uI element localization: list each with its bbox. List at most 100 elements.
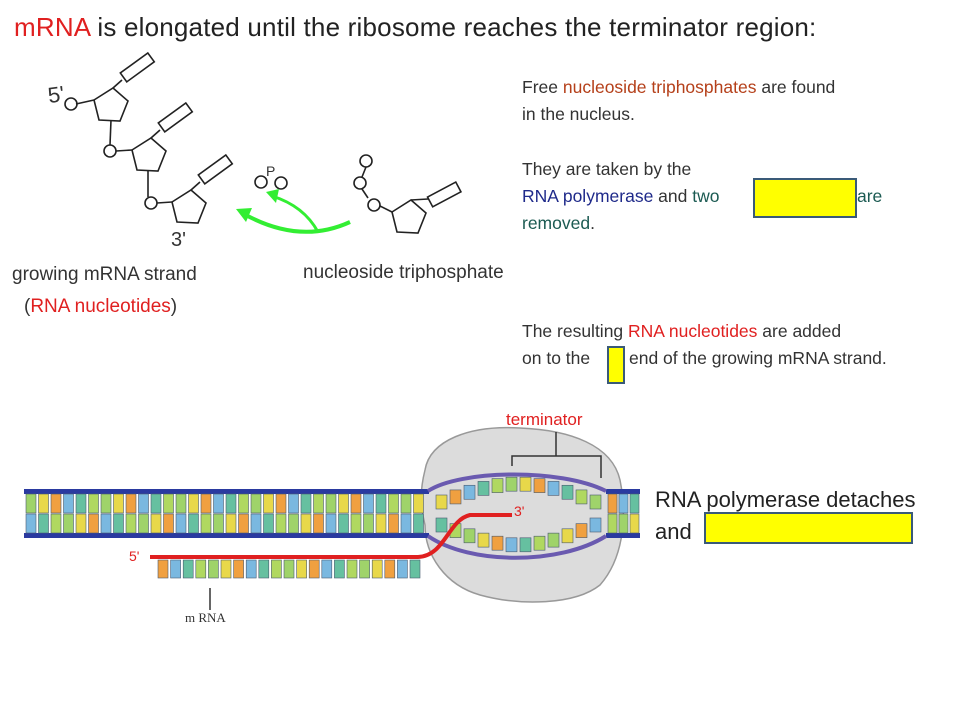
mrna-base bbox=[409, 559, 421, 579]
bubble-base-top bbox=[575, 489, 588, 505]
bubble-top-strand bbox=[426, 472, 607, 493]
bubble-base-top bbox=[435, 494, 448, 510]
label-3prime-bottom: 3' bbox=[514, 503, 525, 519]
base-rect-1 bbox=[119, 51, 156, 83]
blank-box-phosphates[interactable] bbox=[753, 178, 857, 218]
text-block-2-line1: They are taken by the bbox=[522, 159, 692, 179]
base-pair-top bbox=[25, 493, 37, 514]
bubble-base-top bbox=[547, 481, 560, 496]
base-pair-top bbox=[225, 493, 237, 514]
base-pair-top bbox=[388, 493, 399, 514]
base-pair-top bbox=[38, 493, 49, 514]
mrna-base bbox=[245, 559, 257, 579]
bubble-base-bottom bbox=[561, 528, 574, 544]
bubble-bottom-strand bbox=[426, 534, 608, 560]
rna-polymerase-highlight: RNA polymerase bbox=[522, 186, 654, 206]
base-pair-top bbox=[629, 493, 640, 514]
text-block-2-line3: removed. bbox=[522, 213, 595, 233]
released-phosphate-1 bbox=[254, 175, 268, 189]
base-pair-bottom bbox=[138, 513, 149, 534]
base-pair-bottom bbox=[375, 513, 387, 534]
sugar-pentagon-1 bbox=[93, 87, 129, 122]
text-block-2-line2: RNA polymerase and two are bbox=[522, 183, 922, 210]
base-pair-bottom bbox=[200, 513, 212, 534]
base-pair-bottom bbox=[363, 513, 374, 534]
paren-open: ( bbox=[24, 296, 31, 317]
base-pair-top bbox=[63, 493, 74, 514]
base-pair-bottom bbox=[100, 513, 112, 534]
dna-bottom-backbone-right bbox=[606, 533, 640, 538]
base-pair-bottom bbox=[238, 513, 249, 534]
released-phosphate-2 bbox=[274, 176, 288, 190]
base-pair-bottom bbox=[313, 513, 324, 534]
blank-box-detaches[interactable] bbox=[704, 512, 913, 544]
base-pair-bottom bbox=[338, 513, 349, 534]
text-block-1-line1: Free nucleoside triphosphates are found bbox=[522, 77, 836, 97]
mrna-base bbox=[359, 559, 370, 579]
strand-caption-line2: (RNA nucleotides) bbox=[24, 296, 177, 318]
base-pair-top bbox=[375, 493, 387, 514]
bubble-base-bottom bbox=[477, 532, 490, 548]
base-pair-top bbox=[363, 493, 374, 514]
base-pair-top bbox=[200, 493, 212, 514]
base-pair-top bbox=[288, 493, 299, 514]
bubble-base-top bbox=[561, 484, 574, 500]
base-pair-top bbox=[350, 493, 362, 514]
base-pair-top bbox=[213, 493, 224, 514]
bubble-base-bottom bbox=[575, 523, 588, 538]
bubble-base-bottom bbox=[435, 517, 448, 533]
mrna-base bbox=[296, 559, 307, 579]
title-rest: is elongated until the ribosome reaches … bbox=[89, 12, 817, 42]
bubble-base-bottom bbox=[533, 535, 546, 551]
base-pair-bottom bbox=[288, 513, 299, 534]
base-pair-bottom bbox=[188, 513, 199, 534]
base-pair-top bbox=[150, 493, 162, 514]
blank-box-end[interactable] bbox=[607, 346, 625, 384]
base-pair-bottom bbox=[618, 513, 629, 534]
bubble-base-bottom bbox=[505, 537, 518, 553]
base-rect-3 bbox=[197, 153, 234, 185]
base-pair-bottom bbox=[75, 513, 87, 534]
text-block-1: Free nucleoside triphosphates are found … bbox=[522, 74, 835, 128]
text-block-2: They are taken by the RNA polymerase and… bbox=[522, 156, 922, 246]
base-pair-bottom bbox=[125, 513, 137, 534]
bubble-base-top bbox=[449, 489, 462, 505]
dna-top-backbone-right bbox=[606, 489, 640, 494]
mrna-base bbox=[283, 559, 295, 579]
label-phosphate-p: P bbox=[266, 163, 276, 179]
mrna-base bbox=[157, 559, 169, 579]
two-highlight: two bbox=[692, 186, 720, 206]
text-block-3: The resulting RNA nucleotides are added … bbox=[522, 318, 942, 372]
bottom-text-line1: RNA polymerase detaches bbox=[655, 487, 916, 512]
mrna-base bbox=[334, 559, 345, 579]
base-pair-top bbox=[113, 493, 124, 514]
sugar-pentagon-3 bbox=[171, 189, 207, 224]
mrna-base bbox=[195, 559, 207, 579]
bubble-base-bottom bbox=[519, 537, 532, 553]
mrna-base bbox=[321, 559, 333, 579]
mrna-base bbox=[384, 559, 396, 579]
mrna-base bbox=[170, 559, 181, 579]
mrna-base bbox=[308, 559, 320, 579]
base-pair-top bbox=[138, 493, 149, 514]
ntp-phosphate-2 bbox=[353, 176, 367, 190]
base-pair-top bbox=[313, 493, 324, 514]
mrna-base bbox=[220, 559, 232, 579]
base-pair-top bbox=[50, 493, 62, 514]
base-pair-top bbox=[188, 493, 199, 514]
bubble-base-top bbox=[533, 478, 546, 493]
bubble-base-bottom bbox=[547, 532, 560, 548]
phosphate-1 bbox=[64, 97, 78, 111]
bottom-text-line2: and bbox=[655, 519, 692, 544]
bubble-base-top bbox=[589, 494, 602, 510]
rna-polymerase-blob bbox=[420, 426, 625, 603]
base-pair-bottom bbox=[63, 513, 74, 534]
bubble-base-top bbox=[505, 476, 518, 492]
base-pair-bottom bbox=[263, 513, 274, 534]
base-pair-top bbox=[413, 493, 424, 514]
mrna-base bbox=[371, 559, 383, 579]
base-pair-top bbox=[607, 493, 618, 514]
base-pair-bottom bbox=[150, 513, 162, 534]
